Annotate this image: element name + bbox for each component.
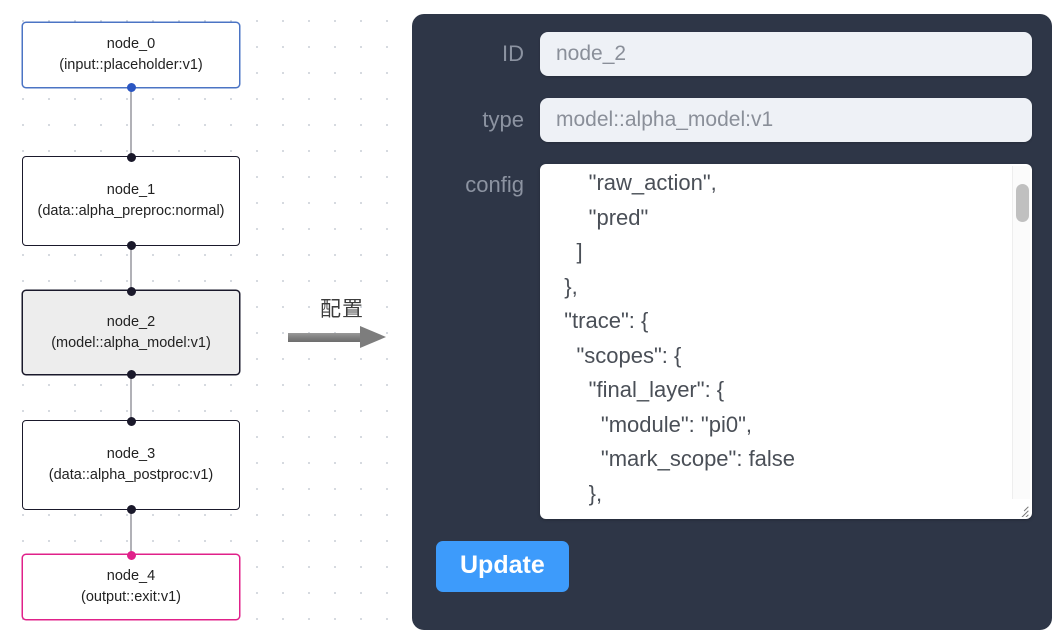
config-scrollbar[interactable] [1012, 166, 1030, 499]
node-properties-panel: ID node_2 type model::alpha_model:v1 con… [412, 14, 1052, 630]
field-row-type: type model::alpha_model:v1 [412, 98, 1052, 142]
flow-node-title: node_1 [106, 182, 156, 198]
type-input[interactable]: model::alpha_model:v1 [540, 98, 1032, 142]
resize-handle-icon[interactable] [1013, 500, 1030, 517]
annotation-configure: 配置 [286, 296, 398, 348]
node-handle-target[interactable] [126, 416, 136, 426]
node-handle-source[interactable] [126, 240, 136, 250]
flow-node-node_2[interactable]: node_2 (model::alpha_model:v1) [22, 286, 240, 379]
annotation-caption: 配置 [320, 297, 364, 321]
id-field-label: ID [502, 41, 524, 66]
flow-node-node_4[interactable]: node_4 (output::exit:v1) [22, 550, 240, 620]
node-handle-source[interactable] [126, 82, 136, 92]
flow-canvas[interactable]: node_0 (input::placeholder:v1) node_1 (d… [0, 0, 400, 643]
node-handle-target[interactable] [126, 286, 136, 296]
flow-node-node_3[interactable]: node_3 (data::alpha_postproc:v1) [22, 416, 240, 514]
flow-node-subtitle: (data::alpha_preproc:normal) [37, 203, 225, 219]
config-scrollbar-thumb[interactable] [1016, 184, 1029, 222]
field-row-config: config "raw_action", "pred" ] }, "trace"… [412, 164, 1052, 519]
update-button[interactable]: Update [436, 541, 569, 592]
flow-node-subtitle: (data::alpha_postproc:v1) [48, 467, 214, 483]
node-handle-source[interactable] [126, 369, 136, 379]
node-handle-target[interactable] [126, 152, 136, 162]
panel-actions: Update [412, 541, 1052, 592]
edge-node0-node1 [130, 88, 132, 156]
panel-canvas: ID node_2 type model::alpha_model:v1 con… [400, 0, 1062, 643]
flow-node-title: node_3 [106, 446, 156, 462]
flow-node-node_0[interactable]: node_0 (input::placeholder:v1) [22, 22, 240, 92]
flow-node-subtitle: (output::exit:v1) [81, 589, 181, 605]
flow-node-title: node_2 [106, 313, 156, 330]
field-row-id: ID node_2 [412, 32, 1052, 76]
config-textarea[interactable]: "raw_action", "pred" ] }, "trace": { "sc… [564, 170, 796, 517]
config-textarea-wrapper[interactable]: "raw_action", "pred" ] }, "trace": { "sc… [540, 164, 1032, 519]
config-field-label: config [465, 172, 524, 197]
flow-node-subtitle: (model::alpha_model:v1) [51, 334, 211, 351]
flow-node-subtitle: (input::placeholder:v1) [59, 57, 203, 73]
flow-node-title: node_4 [106, 568, 156, 584]
flow-node-title: node_0 [106, 36, 156, 52]
node-handle-source[interactable] [126, 504, 136, 514]
edge-node3-node4 [130, 510, 132, 554]
node-handle-target[interactable] [126, 550, 136, 560]
edge-node1-node2 [130, 246, 132, 290]
edge-node2-node3 [130, 375, 132, 420]
id-input[interactable]: node_2 [540, 32, 1032, 76]
right-arrow-icon [288, 326, 388, 348]
type-field-label: type [482, 107, 524, 132]
flow-node-node_1[interactable]: node_1 (data::alpha_preproc:normal) [22, 152, 240, 250]
